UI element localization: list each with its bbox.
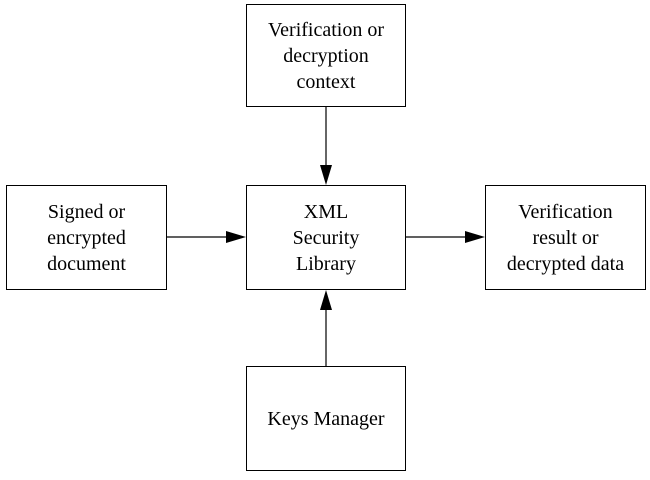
- node-signed-document: Signed or encrypted document: [6, 185, 167, 290]
- node-label: Verification result or decrypted data: [506, 200, 625, 275]
- arrowhead-icon: [320, 290, 332, 310]
- edge-context-to-library: [320, 107, 332, 185]
- arrowhead-icon: [465, 231, 485, 243]
- node-label: Verification or decryption context: [267, 18, 385, 93]
- node-label: XML Security Library: [292, 200, 360, 275]
- arrowhead-icon: [226, 231, 246, 243]
- node-label: Signed or encrypted document: [47, 200, 126, 275]
- edge-library-to-output: [406, 231, 485, 243]
- edge-keys-to-library: [320, 290, 332, 366]
- arrowhead-icon: [320, 165, 332, 185]
- node-verification-result: Verification result or decrypted data: [485, 185, 646, 290]
- node-xml-security-library: XML Security Library: [246, 185, 406, 290]
- edge-input-to-library: [167, 231, 246, 243]
- node-label: Keys Manager: [267, 407, 385, 430]
- node-keys-manager: Keys Manager: [246, 366, 406, 471]
- node-verification-context: Verification or decryption context: [246, 4, 406, 107]
